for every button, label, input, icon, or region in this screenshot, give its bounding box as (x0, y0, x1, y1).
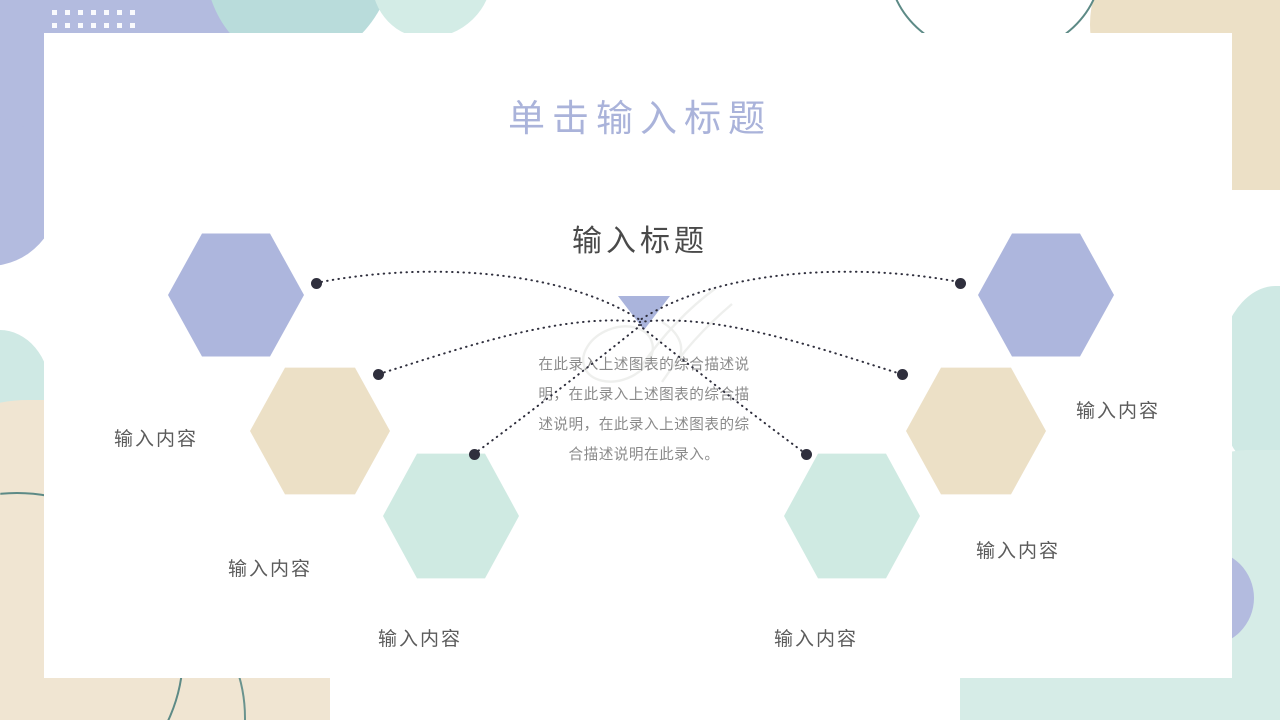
connector-dot-3 (469, 449, 480, 460)
node-label-6: 输入内容 (1076, 401, 1161, 422)
connector-dot-6 (955, 278, 966, 289)
node-label-2: 输入内容 (228, 559, 313, 580)
hexagon-node-2[interactable] (250, 367, 390, 495)
connector-dot-5 (897, 369, 908, 380)
page-title: 单击输入标题 (508, 99, 772, 140)
node-label-5: 输入内容 (976, 541, 1061, 562)
dot-grid-pattern (48, 6, 139, 32)
connector-dot-1 (311, 278, 322, 289)
hexagon-node-4[interactable] (784, 453, 920, 579)
section-title: 输入标题 (572, 225, 708, 258)
node-label-4: 输入内容 (774, 629, 859, 650)
connector-dot-4 (801, 449, 812, 460)
hexagon-node-3[interactable] (383, 453, 519, 579)
description-text: 在此录入上述图表的综合描述说明，在此录入上述图表的综合描述说明，在此录入上述图表… (538, 357, 750, 463)
node-label-3: 输入内容 (378, 629, 463, 650)
hexagon-node-5[interactable] (906, 367, 1046, 495)
connector-dot-2 (373, 369, 384, 380)
node-label-1: 输入内容 (114, 429, 199, 450)
center-arrow-icon (618, 296, 670, 330)
